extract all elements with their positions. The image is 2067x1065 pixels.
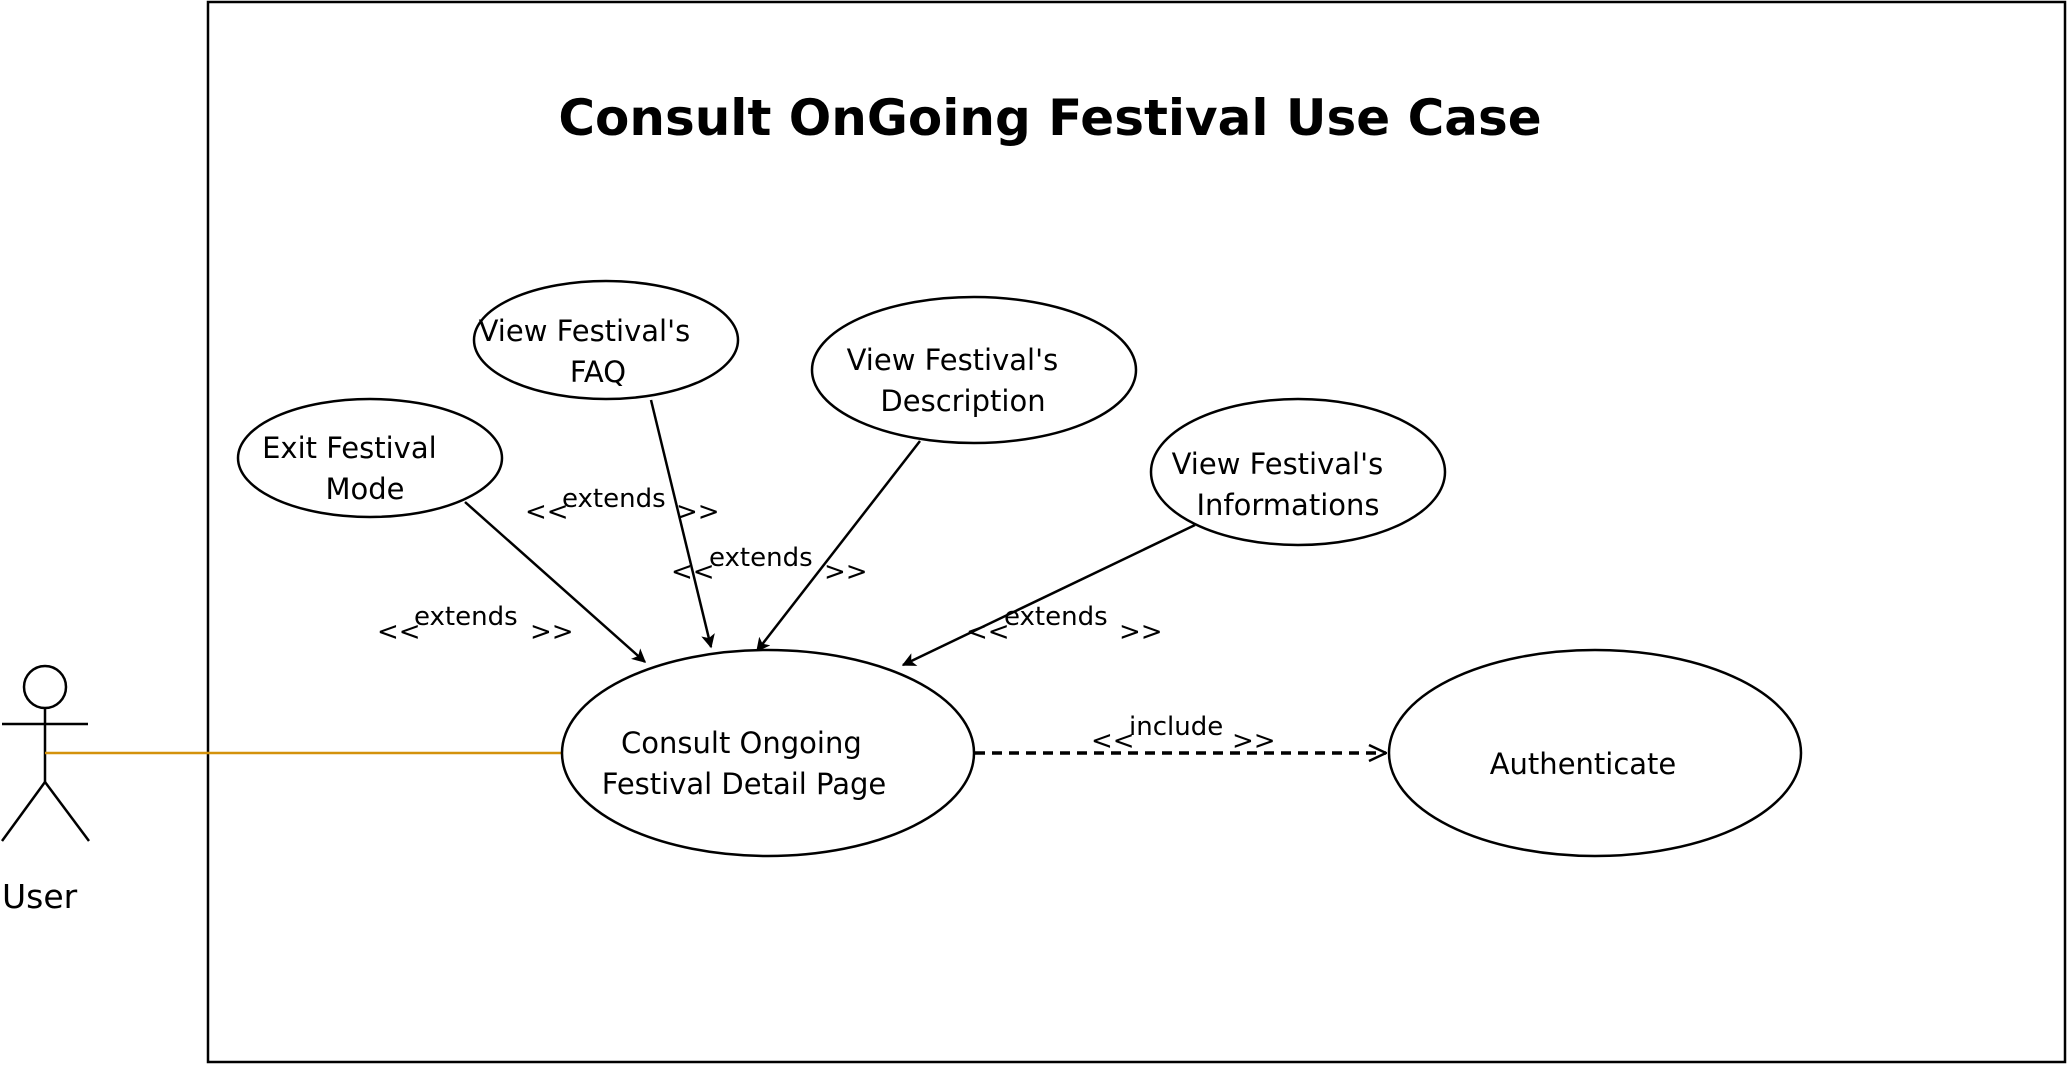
relation-label-extends-description: << extends >>	[671, 543, 868, 587]
diagram-title: Consult OnGoing Festival Use Case	[558, 89, 1541, 147]
stereotype-name: extends	[1004, 602, 1108, 632]
stereotype-close: >>	[676, 497, 720, 527]
stereotype-name: extends	[709, 543, 813, 573]
stereotype-close: >>	[1119, 617, 1163, 647]
stereotype-open: <<	[525, 497, 569, 527]
svg-text:Consult Ongoing Festival: Consult Ongoing Festival Detail Page	[602, 726, 887, 801]
stereotype-name: extends	[414, 602, 518, 632]
extends-arrow-faq	[649, 399, 715, 649]
use-case-label-line2: FAQ	[570, 355, 626, 389]
stereotype-name: include	[1129, 712, 1223, 742]
use-case-consult-ongoing-festival-detail-page[interactable]: Consult Ongoing Festival Detail Page	[560, 648, 976, 858]
stereotype-open: <<	[671, 557, 715, 587]
stereotype-open: <<	[966, 617, 1010, 647]
use-case-ellipse	[236, 397, 504, 519]
use-case-view-festival-faq[interactable]: View Festival's FAQ	[472, 279, 740, 401]
relation-label-include: << include >>	[1091, 712, 1276, 756]
use-case-ellipse	[810, 295, 1138, 445]
stereotype-open: <<	[377, 617, 421, 647]
stereotype-name: extends	[562, 484, 666, 514]
use-case-ellipse	[1387, 648, 1803, 858]
relation-label-extends-faq: << extends >>	[525, 484, 720, 527]
use-case-exit-festival-mode[interactable]: Exit Festival Mode	[236, 397, 504, 519]
use-case-label-line2: Mode	[325, 472, 404, 506]
use-case-label: Authenticate	[1490, 747, 1677, 781]
use-case-label-line1: Exit Festival	[262, 431, 437, 465]
actor-right-leg	[43, 781, 91, 842]
svg-text:Exit Festival Mode: Exit Festival Mode	[262, 431, 446, 506]
use-case-label-line2: Festival Detail Page	[602, 767, 887, 801]
extends-arrow-exit-mode	[464, 501, 647, 663]
extends-arrow-description	[756, 440, 921, 653]
stereotype-close: >>	[530, 617, 574, 647]
use-case-ellipse	[472, 279, 740, 401]
use-case-view-festival-description[interactable]: View Festival's Description	[810, 295, 1138, 445]
actor-label: User	[2, 877, 78, 916]
svg-text:View Festival's Informat: View Festival's Informations	[1172, 447, 1393, 522]
use-case-label-line1: Consult Ongoing	[621, 726, 862, 760]
actor-head	[22, 664, 68, 710]
use-case-label-line1: View Festival's	[1172, 447, 1384, 481]
stereotype-open: <<	[1091, 726, 1135, 756]
svg-text:View Festival's FAQ: View Festival's FAQ	[479, 314, 700, 389]
actor-user[interactable]: User	[0, 664, 91, 916]
use-case-label-line2: Description	[880, 384, 1045, 418]
use-case-label-line2: Informations	[1197, 488, 1380, 522]
use-case-authenticate[interactable]: Authenticate	[1387, 648, 1803, 858]
system-boundary	[206, 0, 2067, 1064]
svg-text:View Festival's Descript: View Festival's Description	[847, 343, 1068, 418]
stereotype-close: >>	[824, 557, 868, 587]
use-case-ellipse	[1149, 397, 1447, 547]
use-case-view-festival-informations[interactable]: View Festival's Informations	[1149, 397, 1447, 547]
stereotype-close: >>	[1232, 726, 1276, 756]
extends-arrow-informations	[901, 523, 1196, 667]
use-case-label-line1: View Festival's	[479, 314, 691, 348]
use-case-label-line1: View Festival's	[847, 343, 1059, 377]
use-case-ellipse	[560, 648, 976, 858]
relation-label-extends-exit-mode: << extends >>	[377, 602, 574, 647]
relation-label-extends-informations: << extends >>	[966, 602, 1163, 647]
actor-left-leg	[0, 781, 47, 842]
